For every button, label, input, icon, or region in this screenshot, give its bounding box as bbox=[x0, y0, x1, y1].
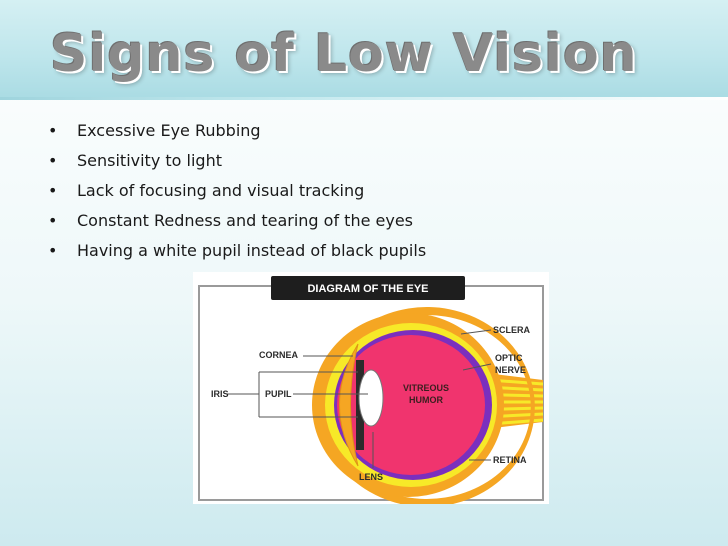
title-band bbox=[0, 0, 728, 100]
label-vitreous-line2: HUMOR bbox=[409, 395, 443, 405]
eye-diagram: DIAGRAM OF THE EYE bbox=[193, 272, 549, 504]
vitreous-humor bbox=[337, 335, 485, 475]
label-sclera: SCLERA bbox=[493, 325, 531, 335]
label-lens: LENS bbox=[359, 472, 383, 482]
diagram-title-bar bbox=[271, 276, 465, 300]
bullet-text: Constant Redness and tearing of the eyes bbox=[77, 211, 414, 230]
cornea-shape bbox=[339, 343, 359, 467]
label-optic-line2: NERVE bbox=[495, 365, 526, 375]
bullet-text: Lack of focusing and visual tracking bbox=[77, 181, 365, 200]
label-leader-lines bbox=[227, 329, 492, 468]
label-vitreous-line1: VITREOUS bbox=[403, 383, 449, 393]
bullet-dot-icon: • bbox=[48, 211, 58, 230]
eye-diagram-svg: DIAGRAM OF THE EYE bbox=[198, 276, 544, 504]
bullet-dot-icon: • bbox=[48, 241, 58, 260]
slide-title: Signs of Low Vision bbox=[50, 24, 638, 84]
bullet-dot-icon: • bbox=[48, 151, 58, 170]
diagram-title: DIAGRAM OF THE EYE bbox=[307, 283, 428, 295]
label-cornea: CORNEA bbox=[259, 350, 299, 360]
bullet-item: • Sensitivity to light bbox=[48, 146, 698, 176]
bullet-item: • Lack of focusing and visual tracking bbox=[48, 176, 698, 206]
bullet-dot-icon: • bbox=[48, 121, 58, 140]
bullet-item: • Excessive Eye Rubbing bbox=[48, 116, 698, 146]
bullet-text: Sensitivity to light bbox=[77, 151, 222, 170]
bullet-text: Having a white pupil instead of black pu… bbox=[77, 241, 427, 260]
bullet-item: • Constant Redness and tearing of the eye… bbox=[48, 206, 698, 236]
label-optic-line1: OPTIC bbox=[495, 353, 523, 363]
label-iris: IRIS bbox=[211, 389, 229, 399]
label-retina: RETINA bbox=[493, 455, 527, 465]
label-pupil: PUPIL bbox=[265, 389, 292, 399]
lens-shape bbox=[358, 369, 384, 427]
bullet-list: • Excessive Eye Rubbing • Sensitivity to l… bbox=[48, 116, 698, 266]
bullet-dot-icon: • bbox=[48, 181, 58, 200]
bullet-item: • Having a white pupil instead of black p… bbox=[48, 236, 698, 266]
bullet-text: Excessive Eye Rubbing bbox=[77, 121, 261, 140]
